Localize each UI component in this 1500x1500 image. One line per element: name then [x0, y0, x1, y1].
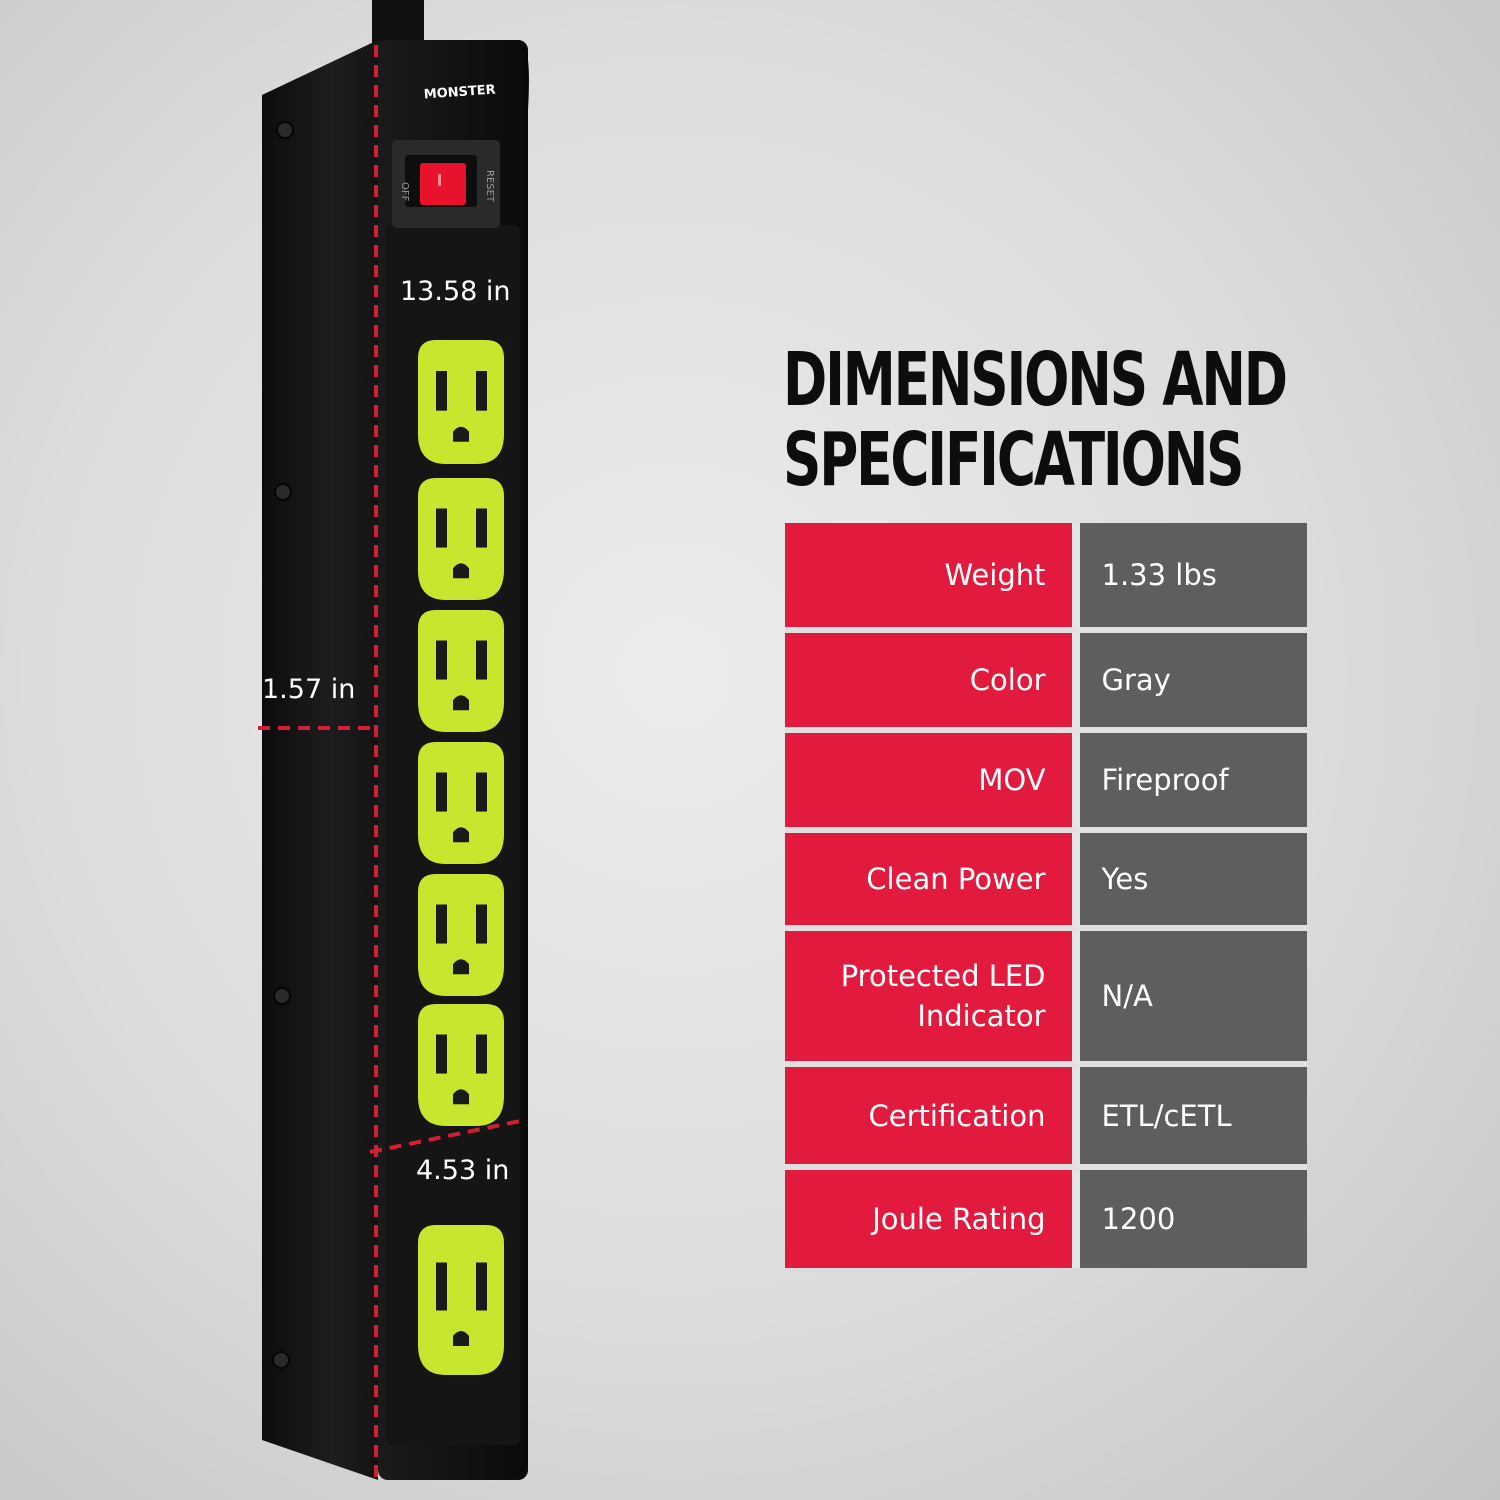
- gap-dimension-label: 4.53 in: [416, 1155, 510, 1186]
- specifications-table: Weight 1.33 lbs Color Gray MOV Fireproof…: [785, 523, 1307, 1268]
- outlet-ground-hole: [453, 1089, 469, 1105]
- outlet-face: [418, 610, 504, 732]
- spec-value: N/A: [1079, 931, 1307, 1067]
- outlet-ground-hole: [453, 695, 469, 711]
- spec-label: Weight: [785, 523, 1080, 633]
- outlet-slot: [436, 508, 447, 548]
- outlet[interactable]: [418, 742, 504, 864]
- outlet-slot: [436, 371, 447, 411]
- strip-side-panel: [262, 40, 378, 1480]
- spec-row-color: Color Gray: [785, 633, 1307, 733]
- gap-dimension-line: [369, 1118, 526, 1154]
- spec-label: Protected LED Indicator: [785, 931, 1080, 1067]
- length-dimension-label: 13.58 in: [400, 276, 511, 307]
- spec-label: Joule Rating: [785, 1170, 1080, 1268]
- side-screws: [272, 121, 294, 1369]
- outlet-slot: [476, 904, 487, 944]
- outlet-face: [418, 340, 504, 464]
- outlet-slot: [436, 640, 447, 680]
- outlet-face: [418, 742, 504, 864]
- page-title: DIMENSIONS AND SPECIFICATIONS: [783, 337, 1288, 503]
- outlet-slot: [476, 508, 487, 548]
- outlet-ground-hole: [453, 1331, 469, 1346]
- spec-label: Certification: [785, 1067, 1080, 1170]
- outlet-face: [418, 874, 504, 996]
- outlet[interactable]: [418, 874, 504, 996]
- spec-row-clean-power: Clean Power Yes: [785, 833, 1307, 931]
- dimension-lines: [258, 45, 526, 1480]
- spec-value: ETL/cETL: [1079, 1067, 1307, 1170]
- switch-off-label: OFF: [399, 182, 410, 202]
- spec-value: Fireproof: [1079, 733, 1307, 833]
- outlet-ground-hole: [453, 959, 469, 975]
- spec-row-certification: Certification ETL/cETL: [785, 1067, 1307, 1170]
- outlet-face: [418, 1225, 504, 1375]
- outlet-slot: [436, 904, 447, 944]
- spec-label: Color: [785, 633, 1080, 733]
- power-switch[interactable]: OFF RESET: [392, 140, 500, 228]
- outlet-slot: [436, 1262, 447, 1311]
- spec-value: Yes: [1079, 833, 1307, 931]
- spec-row-weight: Weight 1.33 lbs: [785, 523, 1307, 633]
- outlet-slot: [476, 640, 487, 680]
- reset-switch-button[interactable]: [420, 163, 466, 205]
- outlet-slot: [436, 772, 447, 812]
- spec-label: Clean Power: [785, 833, 1080, 931]
- outlet[interactable]: [418, 1225, 504, 1375]
- outlet-slot: [476, 1034, 487, 1074]
- outlet[interactable]: [418, 478, 504, 600]
- spec-row-led-indicator: Protected LED Indicator N/A: [785, 931, 1307, 1067]
- page-title-line-2: SPECIFICATIONS: [783, 417, 1245, 503]
- outlet-ground-hole: [453, 827, 469, 843]
- spec-row-mov: MOV Fireproof: [785, 733, 1307, 833]
- outlet[interactable]: [418, 340, 504, 464]
- spec-value: Gray: [1079, 633, 1307, 733]
- outlet-face: [418, 1004, 504, 1126]
- outlet-face: [418, 478, 504, 600]
- spec-value: 1.33 lbs: [1079, 523, 1307, 633]
- outlet-slot: [476, 772, 487, 812]
- switch-reset-label: RESET: [484, 170, 495, 203]
- outlet[interactable]: [418, 1004, 504, 1126]
- outlet[interactable]: [418, 610, 504, 732]
- page-title-line-1: DIMENSIONS AND: [783, 337, 1288, 423]
- spec-value: 1200: [1079, 1170, 1307, 1268]
- outlet-slot: [476, 371, 487, 411]
- spec-row-joule-rating: Joule Rating 1200: [785, 1170, 1307, 1268]
- width-dimension-label: 1.57 in: [262, 674, 356, 705]
- outlet-slot: [436, 1034, 447, 1074]
- spec-label: MOV: [785, 733, 1080, 833]
- outlets-group: [418, 340, 504, 1375]
- brand-logo: MONSTER: [423, 83, 496, 103]
- outlet-slot: [476, 1262, 487, 1311]
- outlet-ground-hole: [453, 563, 469, 579]
- outlet-ground-hole: [453, 426, 469, 442]
